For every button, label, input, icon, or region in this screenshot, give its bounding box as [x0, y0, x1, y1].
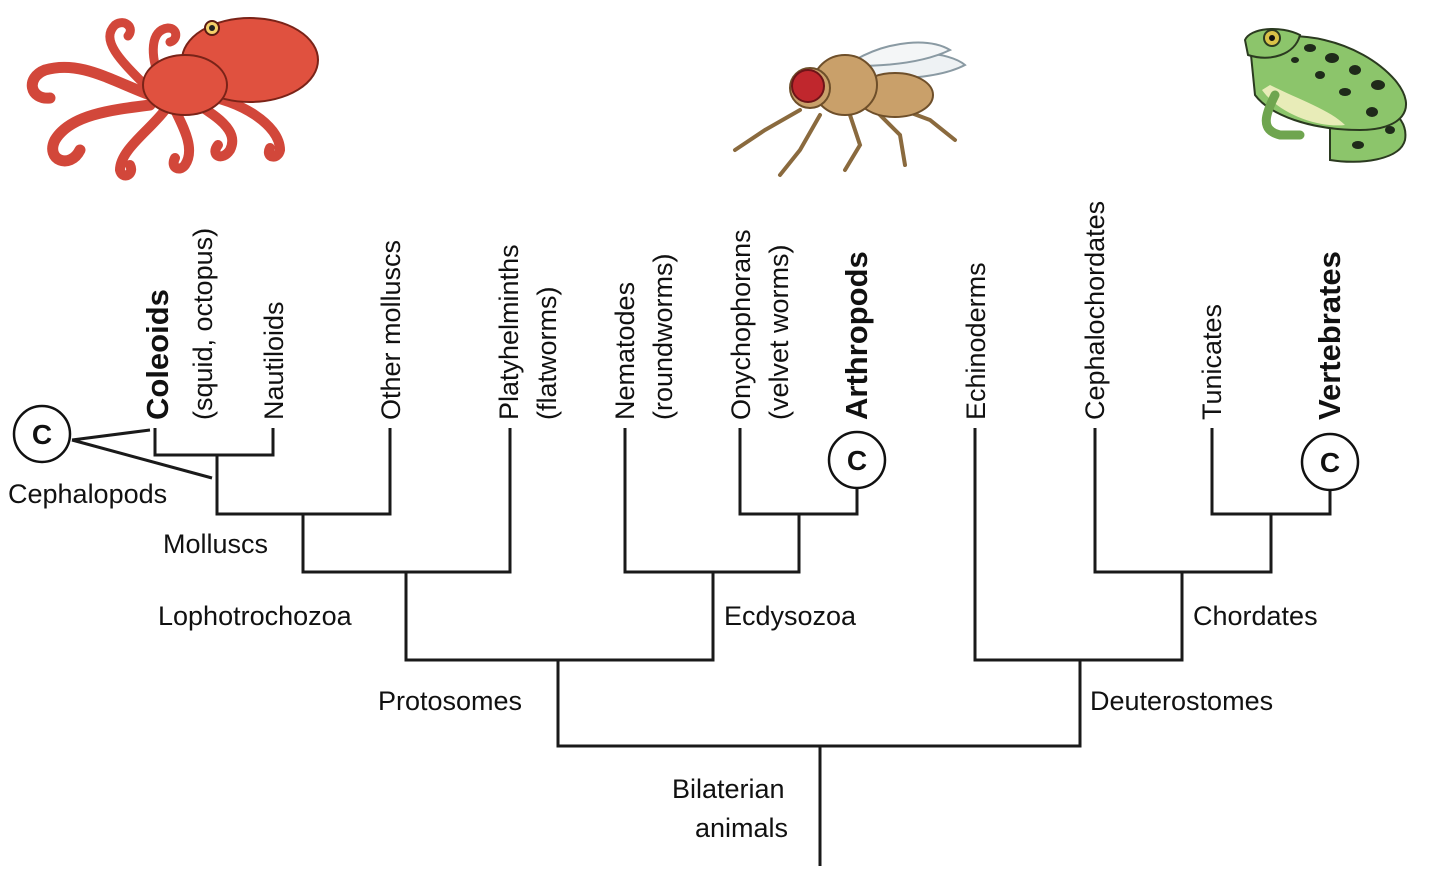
tree-branches: [71, 428, 1332, 866]
octopus-illustration: [26, 17, 319, 181]
leaf-label-nautiloids: Nautiloids: [259, 301, 289, 420]
leaf-sublabel-coleoids: (squid, octopus): [188, 228, 218, 420]
leaf-label-coleoids: Coleoids: [140, 289, 175, 420]
clade-label-molluscs: Molluscs: [163, 529, 268, 559]
c-marker-cephalopods: C: [12, 404, 72, 464]
clade-label-deuterostomes: Deuterostomes: [1090, 686, 1273, 716]
clade-label-chordates: Chordates: [1193, 601, 1318, 631]
leaf-label-echinoderms: Echinoderms: [961, 262, 991, 420]
leaf-label-arthropods: Arthropods: [839, 251, 874, 420]
leaf-sublabel-platyhelminths: (flatworms): [532, 287, 562, 421]
clade-label-protostomes: Protosomes: [378, 686, 522, 716]
fruit-fly-illustration: [733, 41, 967, 177]
leaf-sublabel-nematodes: (roundworms): [648, 253, 678, 420]
clade-label-root-line1: Bilaterian: [672, 774, 785, 804]
leaf-label-onychophorans: Onychophorans: [726, 229, 756, 420]
clade-label-ecdysozoa: Ecdysozoa: [724, 601, 857, 631]
svg-text:C: C: [847, 445, 867, 476]
clade-label-lophotrochozoa: Lophotrochozoa: [158, 601, 353, 631]
leaf-label-tunicates: Tunicates: [1197, 304, 1227, 420]
svg-text:C: C: [32, 419, 52, 450]
leaf-label-vertebrates: Vertebrates: [1312, 251, 1347, 420]
frog-illustration: [1243, 28, 1407, 163]
leaf-label-cephalochordates: Cephalochordates: [1080, 201, 1110, 420]
leaf-label-platyhelminths: Platyhelminths: [494, 244, 524, 420]
c-marker-vertebrates: C: [1300, 432, 1360, 492]
leaf-label-other-molluscs: Other molluscs: [376, 240, 406, 420]
clade-label-root-line2: animals: [695, 813, 788, 843]
leaf-label-nematodes: Nematodes: [610, 282, 640, 420]
svg-text:C: C: [1320, 447, 1340, 478]
c-marker-arthropods: C: [827, 430, 887, 490]
leaf-sublabel-onychophorans: (velvet worms): [764, 244, 794, 420]
clade-label-cephalopods: Cephalopods: [8, 479, 167, 509]
